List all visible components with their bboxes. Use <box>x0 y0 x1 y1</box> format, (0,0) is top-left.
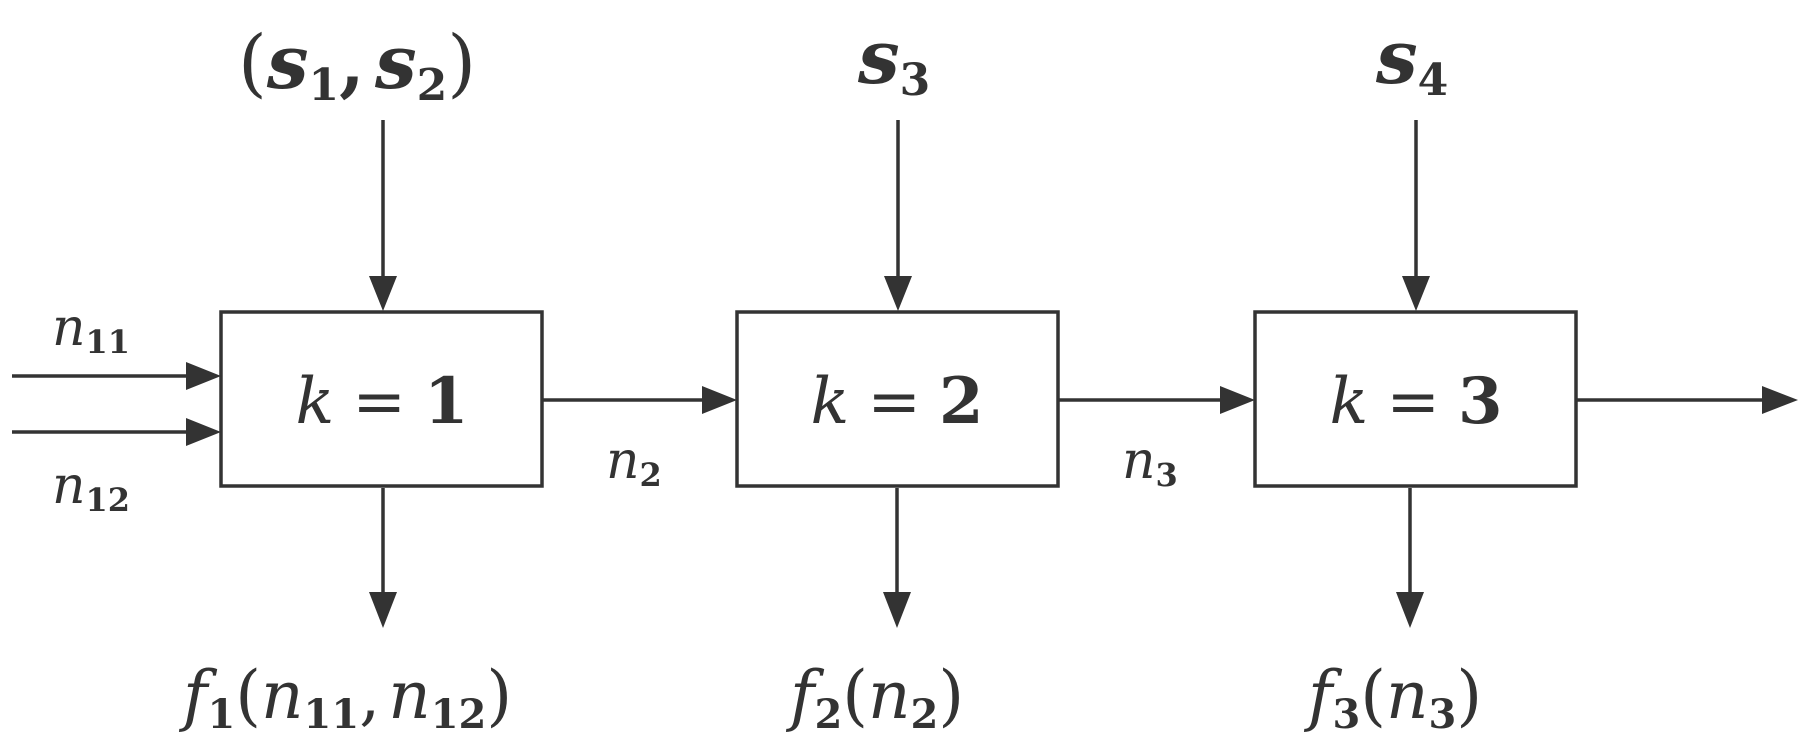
connection-label: n2 <box>606 431 662 494</box>
subscript: 11 <box>86 323 131 361</box>
stage-2-output-label: f2(n2) <box>785 657 964 738</box>
n-symbol: n <box>52 456 86 516</box>
left-input-label-1: n11 <box>52 298 130 361</box>
subscript: 1 <box>309 60 340 111</box>
k-symbol: k <box>296 365 335 439</box>
s-symbol: s <box>374 20 417 106</box>
subscript: 2 <box>814 691 842 738</box>
paren-open: ( <box>1360 657 1386 734</box>
arrow-head <box>883 592 911 628</box>
connection-1-2: n2 <box>542 386 737 494</box>
n-symbol: n <box>388 657 431 734</box>
stage-number: 3 <box>1458 364 1503 439</box>
n-symbol: n <box>1386 657 1429 734</box>
arrow-head <box>884 276 912 311</box>
paren-open: ( <box>235 657 261 734</box>
stage-1-output-label: f1(n11,n12) <box>178 657 512 738</box>
stage-number: 1 <box>424 364 469 439</box>
final-output <box>1576 386 1798 414</box>
equals: = <box>867 365 921 439</box>
arrow-head <box>369 276 397 311</box>
stage-2-input-label: s3 <box>857 15 930 106</box>
stage-3: s4 k=3 f3(n3) <box>1253 15 1578 738</box>
n-symbol: n <box>606 431 640 491</box>
n-symbol: n <box>868 657 911 734</box>
stage-3-box <box>1253 310 1578 488</box>
equals: = <box>352 365 406 439</box>
paren-close: ) <box>447 20 476 106</box>
s-symbol: s <box>857 15 900 101</box>
arrow-head <box>702 386 737 414</box>
paren-close: ) <box>486 657 512 734</box>
paren-open: ( <box>842 657 868 734</box>
stage-2-box <box>735 310 1060 488</box>
stage-2: s3 k=2 f2(n2) <box>735 15 1060 738</box>
subscript: 3 <box>1156 456 1178 494</box>
stage-3-box-label: k=3 <box>1330 364 1503 439</box>
subscript: 3 <box>900 55 931 106</box>
subscript: 4 <box>1418 55 1449 106</box>
n-symbol: n <box>52 298 86 358</box>
paren-close: ) <box>1456 657 1482 734</box>
k-symbol: k <box>811 365 850 439</box>
stage-2-box-label: k=2 <box>811 364 984 439</box>
stage-1-input-label: (s1,s2) <box>238 20 476 111</box>
arrow-head <box>1762 386 1798 414</box>
subscript: 3 <box>1332 691 1360 738</box>
stage-3-input-label: s4 <box>1375 15 1448 106</box>
k-symbol: k <box>1330 365 1369 439</box>
stage-3-output-label: f3(n3) <box>1303 657 1482 738</box>
arrow-head <box>186 418 221 446</box>
stage-number: 2 <box>939 364 984 439</box>
subscript: 12 <box>431 691 487 738</box>
equals: = <box>1386 365 1440 439</box>
s-symbol: s <box>1375 15 1418 101</box>
s-symbol: s <box>266 20 309 106</box>
connection-label: n3 <box>1122 431 1178 494</box>
subscript: 3 <box>1429 691 1457 738</box>
arrow-head <box>1220 386 1255 414</box>
subscript: 11 <box>304 691 360 738</box>
stage-1-box-label: k=1 <box>296 364 469 439</box>
subscript: 2 <box>417 60 448 111</box>
left-input-label-2: n12 <box>52 456 130 519</box>
arrow-head <box>1402 276 1430 311</box>
comma: , <box>359 657 380 734</box>
n-symbol: n <box>261 657 304 734</box>
arrow-head <box>186 362 221 390</box>
subscript: 2 <box>640 456 662 494</box>
left-inputs: n11 n12 <box>12 298 221 519</box>
subscript: 1 <box>207 691 235 738</box>
arrow-head <box>369 592 397 628</box>
subscript: 2 <box>911 691 939 738</box>
subscript: 12 <box>86 481 131 519</box>
comma: , <box>339 20 365 106</box>
stage-1: (s1,s2) k=1 f1(n11,n12) <box>178 20 544 738</box>
arrow-head <box>1396 592 1424 628</box>
paren-open: ( <box>238 20 267 106</box>
connection-2-3: n3 <box>1058 386 1255 494</box>
paren-close: ) <box>938 657 964 734</box>
n-symbol: n <box>1122 431 1156 491</box>
